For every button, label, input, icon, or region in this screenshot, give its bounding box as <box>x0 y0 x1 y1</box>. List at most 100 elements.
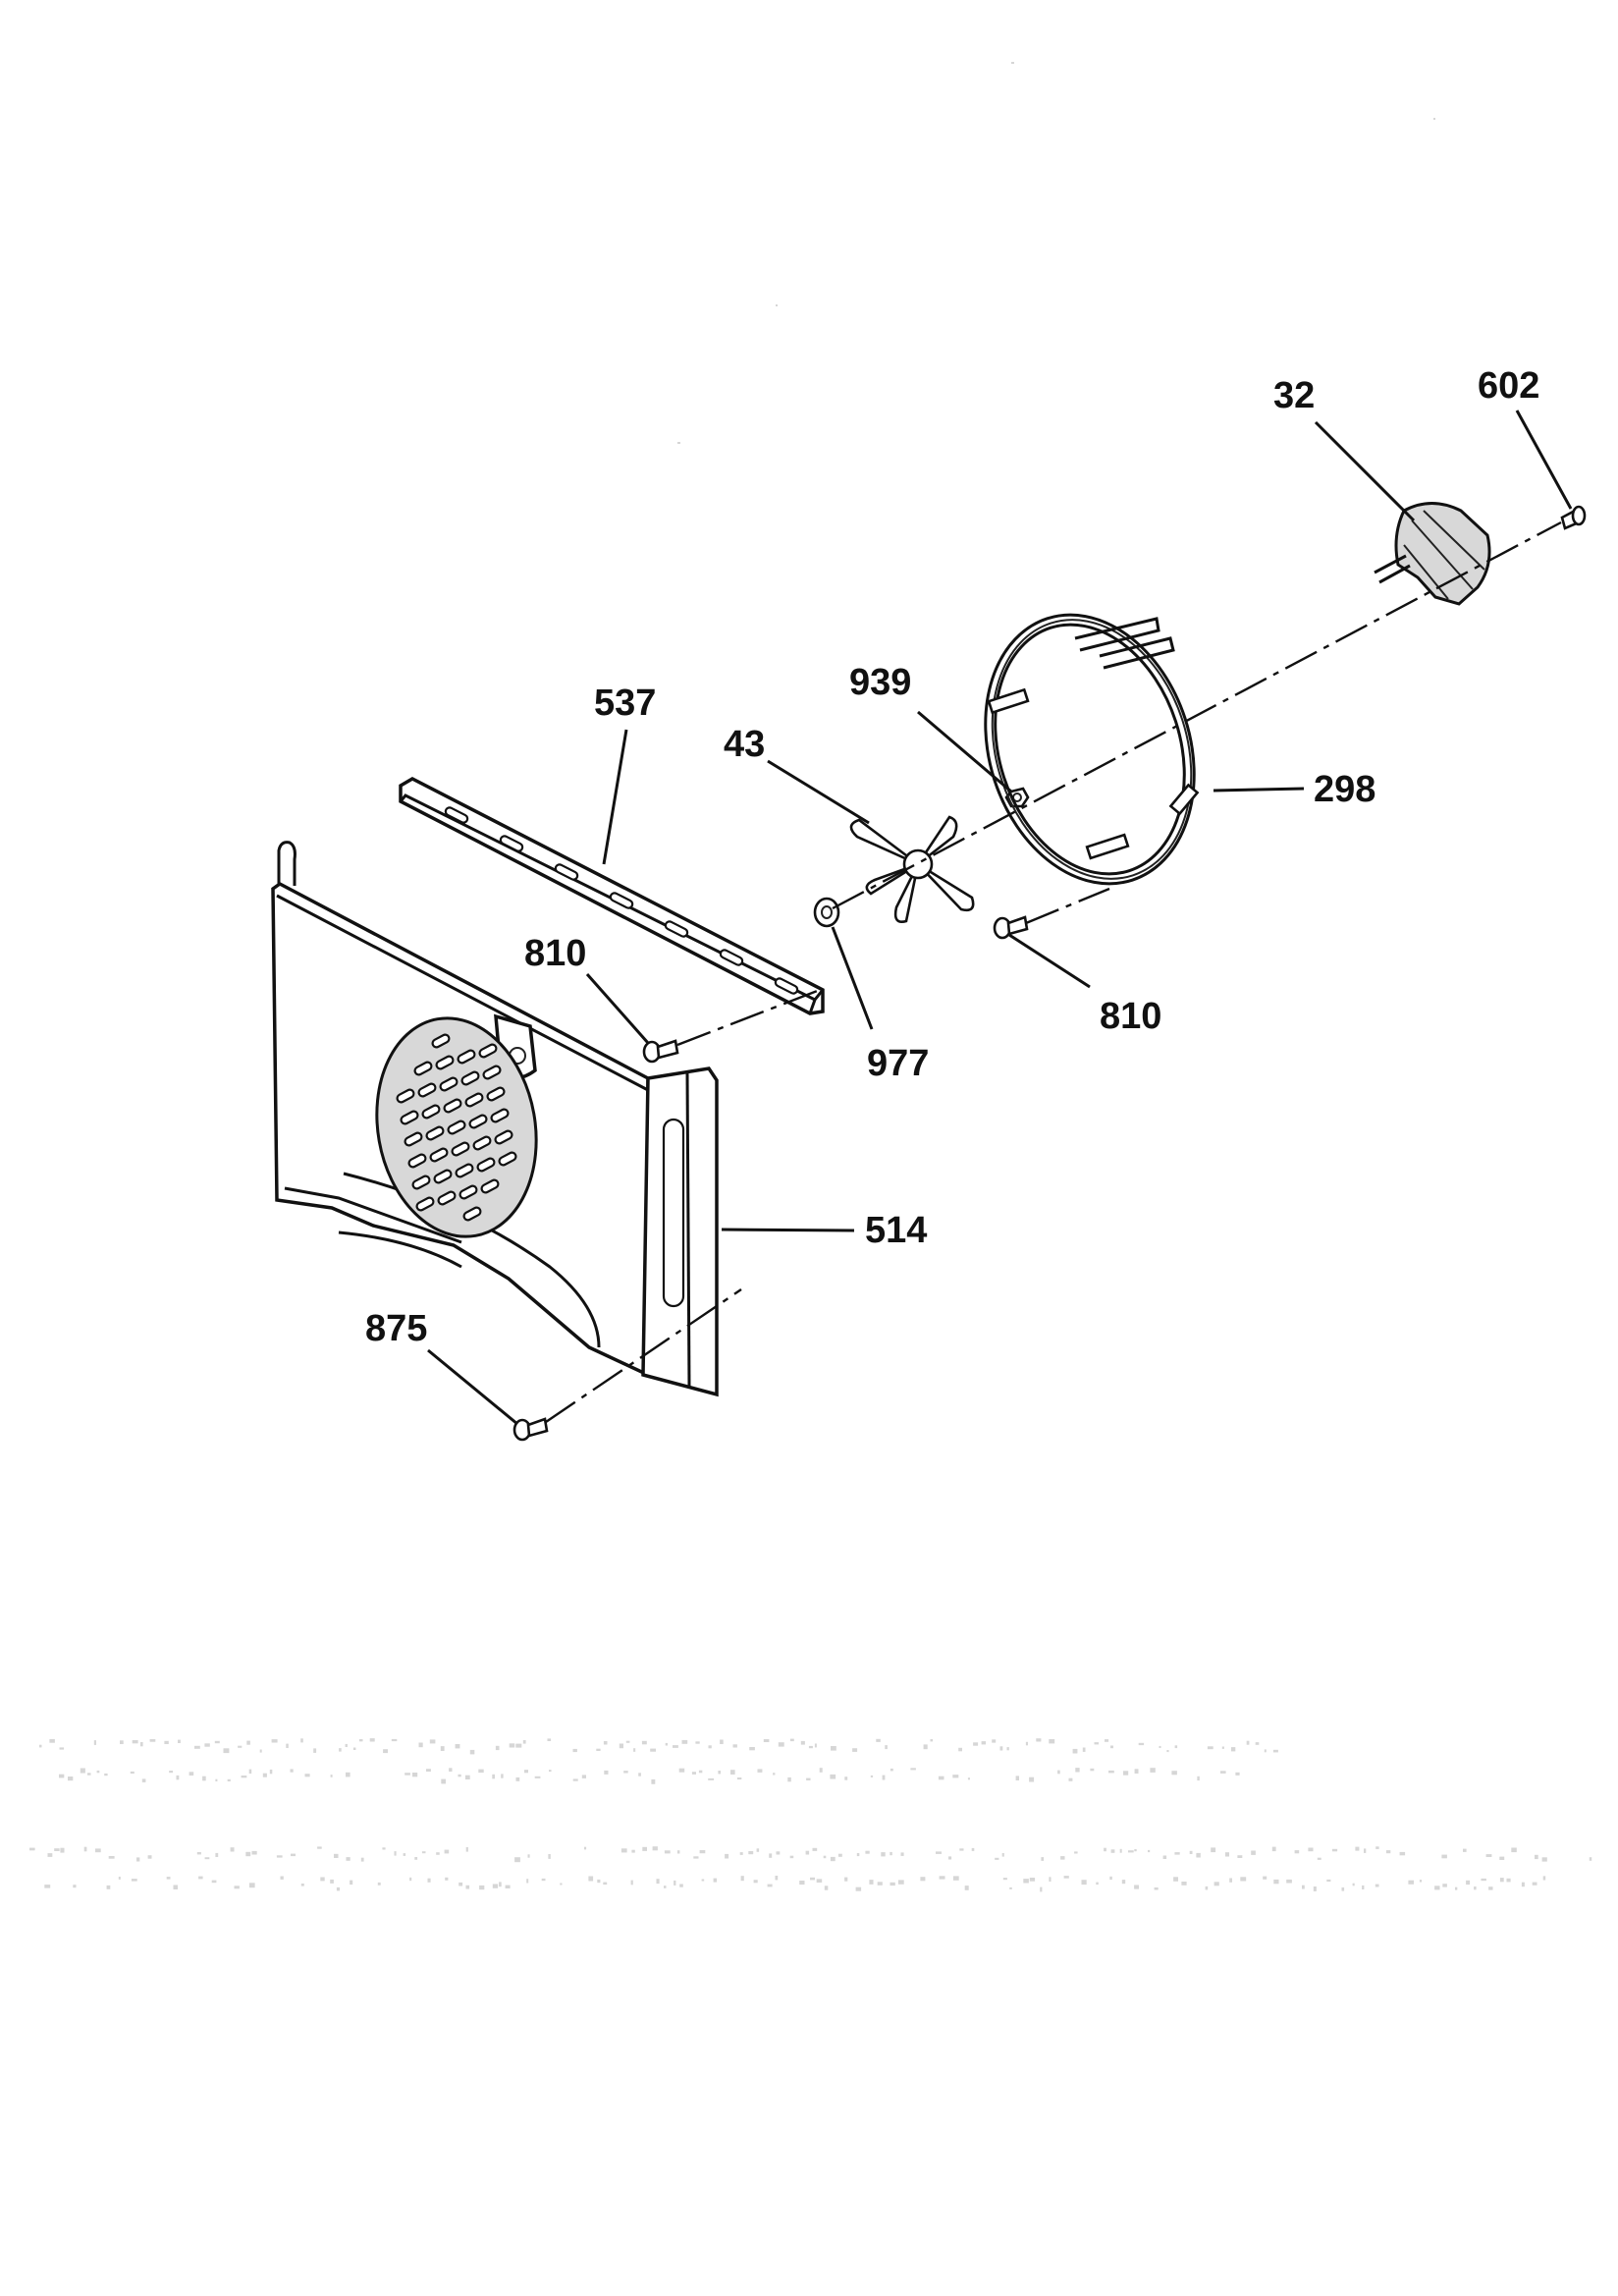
thermostat <box>1374 502 1491 606</box>
scan-speck <box>59 1747 65 1750</box>
scan-speck <box>1221 1746 1224 1749</box>
scan-speck <box>1159 1745 1161 1748</box>
scan-speck <box>749 1747 755 1751</box>
scan-speck <box>656 1879 660 1885</box>
scan-speck <box>923 1744 928 1750</box>
scan-speck <box>681 1739 688 1744</box>
bracket-slot <box>774 977 799 995</box>
scan-speck <box>198 1876 203 1880</box>
scan-speck <box>1110 1849 1115 1853</box>
scan-speck <box>824 1886 829 1890</box>
scan-speck <box>149 1739 156 1742</box>
scan-speck <box>1442 1884 1447 1887</box>
scan-speck <box>708 1745 712 1749</box>
scan-speck <box>830 1774 836 1779</box>
grille-slot <box>443 1098 462 1114</box>
scan-speck <box>739 1852 743 1855</box>
scan-speck <box>1138 1742 1145 1746</box>
scan-speck <box>588 1876 594 1882</box>
callout-810-right: 810 <box>1100 996 1161 1037</box>
scan-speck <box>814 1743 817 1748</box>
scan-speck <box>1273 1879 1279 1885</box>
scan-speck <box>948 1856 952 1860</box>
scan-speck <box>1362 1885 1365 1889</box>
scan-speck <box>604 1770 609 1775</box>
scan-speck <box>106 1885 111 1889</box>
leader-43 <box>767 759 870 825</box>
scan-speck <box>173 1885 178 1889</box>
scan-speck <box>1455 1886 1458 1890</box>
scan-speck <box>377 1882 381 1886</box>
scan-speck <box>708 1777 715 1780</box>
scan-speck <box>1015 1776 1019 1780</box>
grille-slot <box>433 1169 453 1184</box>
scan-speck <box>1074 1851 1078 1854</box>
leader-537 <box>602 729 628 865</box>
scan-speck <box>650 1748 656 1752</box>
scan-speck <box>458 1882 463 1886</box>
scan-speck <box>1466 1880 1471 1886</box>
spacer-body <box>813 897 840 928</box>
scan-speck <box>234 1886 240 1889</box>
scan-speck <box>1110 1745 1113 1749</box>
scan-speck <box>455 1744 460 1749</box>
grille-slot <box>472 1135 492 1151</box>
grille-slot <box>476 1157 496 1173</box>
spacer-bore <box>821 905 833 919</box>
leader-977 <box>831 926 874 1030</box>
grille-slot <box>468 1114 488 1129</box>
scan-speck <box>1006 1747 1009 1751</box>
thermostat-shaft <box>1374 554 1411 584</box>
scan-speck <box>346 1772 351 1777</box>
scan-speck <box>414 1857 418 1860</box>
screw-810-left <box>642 1039 679 1064</box>
scan-speck <box>1197 1776 1200 1781</box>
scan-speck <box>534 1776 541 1778</box>
scan-speck <box>360 1857 364 1862</box>
grille-slot <box>457 1049 476 1065</box>
callouts: 32 602 939 537 43 298 810 810 977 514 87… <box>365 365 1539 1349</box>
scan-speck <box>204 1857 210 1860</box>
grille-slot <box>411 1175 431 1190</box>
scan-speck <box>1096 1882 1099 1886</box>
scan-speck <box>805 1850 810 1855</box>
blade-hub <box>902 848 934 880</box>
screw-875 <box>512 1417 549 1442</box>
scan-speck <box>1474 1886 1477 1890</box>
scan-speck <box>131 1879 137 1882</box>
scan-speck <box>1488 1886 1493 1890</box>
callout-977: 977 <box>867 1043 929 1084</box>
scan-speck <box>641 1740 647 1745</box>
scan-speck <box>1294 1850 1300 1854</box>
scan-speck <box>1068 1777 1073 1781</box>
scan-speck <box>1506 1878 1511 1883</box>
scan-speck <box>1009 1886 1012 1889</box>
grille-slot <box>447 1120 466 1135</box>
scan-speck <box>524 1770 528 1774</box>
scan-speck <box>584 1846 587 1850</box>
leader-lines <box>427 410 1573 1426</box>
grille-slot <box>455 1163 474 1178</box>
scan-speck <box>501 1774 504 1778</box>
scan-speck <box>336 1886 341 1891</box>
grille-slot <box>417 1082 437 1098</box>
scan-speck <box>304 1774 310 1777</box>
scan-speck <box>514 1857 520 1863</box>
scan-speck <box>1090 1768 1095 1772</box>
scan-speck <box>890 1768 893 1772</box>
scan-specks-top <box>677 62 1435 444</box>
screw-602 <box>1560 505 1587 530</box>
scan-speck <box>1128 1850 1134 1853</box>
grille-slot <box>431 1033 451 1049</box>
scan-speck <box>1104 1847 1106 1852</box>
scan-speck <box>1040 1886 1043 1892</box>
scan-speck <box>300 1738 303 1743</box>
scan-speck <box>541 1878 546 1882</box>
scan-speck <box>1001 1853 1004 1857</box>
scan-speck <box>403 1853 406 1856</box>
scan-speck <box>939 1876 945 1880</box>
blade-1 <box>849 818 919 866</box>
scan-speck <box>1063 1876 1069 1879</box>
ring-clip-1 <box>987 687 1030 715</box>
scan-speck <box>1181 1882 1187 1886</box>
